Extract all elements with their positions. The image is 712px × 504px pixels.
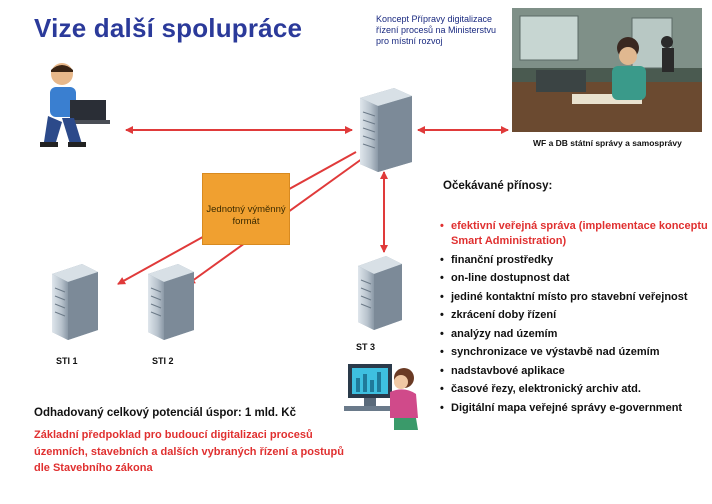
benefit-item: •Digitální mapa veřejné správy e-governm… (440, 401, 683, 414)
woman-at-computer-icon (344, 364, 418, 430)
benefits-title: Očekávané přínosy: (443, 180, 553, 192)
sti2-server-icon (148, 264, 194, 340)
benefit-item: •jediné kontaktní místo pro stavební veř… (440, 290, 688, 303)
bullet-icon: • (440, 346, 444, 358)
st3-label: ST 3 (356, 342, 376, 352)
benefit-item: •finanční prostředky (440, 253, 554, 266)
basic-assumption: Základní předpoklad pro budoucí digitali… (34, 429, 344, 474)
benefit-item: •časové řezy, elektronický archiv atd. (440, 383, 641, 395)
benefit-item: •on-line dostupnost dat (440, 272, 570, 284)
savings-estimate: Odhadovaný celkový potenciál úspor: 1 ml… (34, 407, 297, 419)
bullet-icon: • (440, 309, 444, 321)
photo-caption: WF a DB státní správy a samosprávy (533, 138, 682, 148)
bullet-icon: • (440, 383, 444, 395)
benefit-item: •analýzy nad územím (440, 327, 558, 340)
bullet-icon: • (440, 272, 444, 284)
bullet-icon: • (440, 290, 444, 303)
user-with-laptop-icon (40, 63, 110, 147)
sti2-label: STI 2 (152, 356, 174, 366)
benefit-item: •nadstavbové aplikace (440, 364, 565, 377)
page-title: Vize další spolupráce (34, 13, 303, 43)
sti1-server-icon (52, 264, 98, 340)
bullet-icon: • (440, 253, 444, 266)
exchange-format-label: Jednotný výměnný formát (206, 204, 286, 227)
bullet-icon: • (440, 364, 444, 377)
sti1-label: STI 1 (56, 356, 78, 366)
exchange-format-box: Jednotný výměnný formát (202, 173, 290, 245)
central-server-icon (360, 88, 412, 172)
benefit-item: •zkrácení doby řízení (440, 309, 557, 321)
st3-server-icon (358, 256, 402, 330)
office-photo (512, 8, 702, 132)
bullet-icon: • (440, 401, 444, 414)
benefit-item: •efektivní veřejná správa (implementace … (440, 220, 708, 247)
benefits-list: •efektivní veřejná správa (implementace … (440, 219, 710, 419)
benefit-item: •synchronizace ve výstavbě nad územím (440, 346, 660, 358)
concept-caption: Koncept Přípravy digitalizace řízení pro… (376, 14, 497, 46)
bullet-icon: • (440, 327, 444, 340)
bullet-icon: • (440, 220, 444, 232)
